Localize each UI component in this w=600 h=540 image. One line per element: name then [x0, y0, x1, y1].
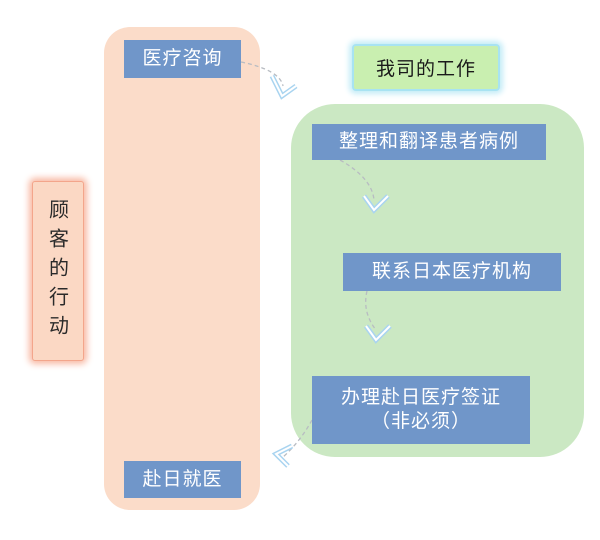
chevron-down-icon — [361, 194, 390, 214]
chevron-down-icon — [363, 324, 392, 344]
customer-column-panel — [104, 27, 260, 510]
customer-actions-label: 顾客的行动 — [45, 198, 70, 344]
company-work-title: 我司的工作 — [352, 44, 500, 91]
connector-visa-to-goto — [281, 419, 313, 459]
step-medical-visa-note: （非必须） — [370, 410, 471, 432]
connector-sort-to-contact — [339, 159, 375, 201]
connector-contact-to-visa — [365, 290, 377, 331]
step-go-to-japan: 赴日就医 — [124, 461, 241, 498]
step-medical-consultation: 医疗咨询 — [124, 40, 241, 78]
step-organize-translate-records: 整理和翻译患者病例 — [312, 124, 546, 160]
connector-consult-to-sort — [240, 61, 284, 87]
step-medical-visa-title: 办理赴日医疗签证 — [340, 386, 501, 409]
customer-actions-label-box: 顾客的行动 — [32, 181, 84, 361]
step-medical-visa: 办理赴日医疗签证 （非必须） — [312, 376, 530, 444]
chevron-down-left-icon — [271, 443, 294, 468]
step-contact-japan-hospital: 联系日本医疗机构 — [343, 253, 561, 291]
chevron-down-right-icon — [269, 74, 298, 100]
